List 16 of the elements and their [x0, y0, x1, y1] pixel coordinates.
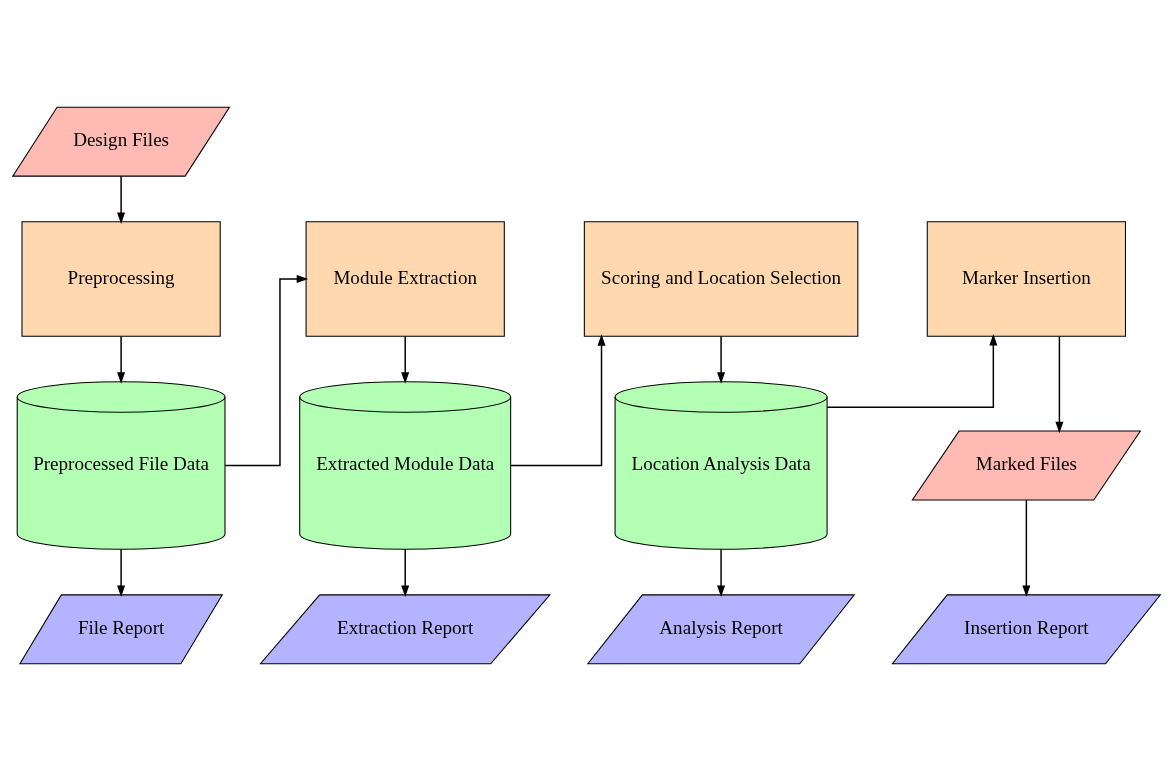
- arrow: [717, 548, 726, 597]
- arrow: [717, 335, 726, 384]
- arrow: [401, 335, 410, 384]
- arrow: [826, 333, 998, 408]
- arrow: [1055, 335, 1064, 433]
- arrow: [510, 333, 606, 466]
- arrow: [401, 548, 410, 597]
- arrow: [117, 335, 126, 384]
- node-box: Preprocessing: [21, 220, 221, 337]
- arrow: [117, 548, 126, 597]
- node-box: Scoring and Location Selection: [583, 220, 859, 337]
- arrow: [224, 274, 309, 466]
- node-box: Module Extraction: [305, 220, 505, 337]
- arrow: [117, 175, 126, 224]
- node-box: Marker Insertion: [926, 220, 1126, 337]
- arrow: [1022, 499, 1031, 597]
